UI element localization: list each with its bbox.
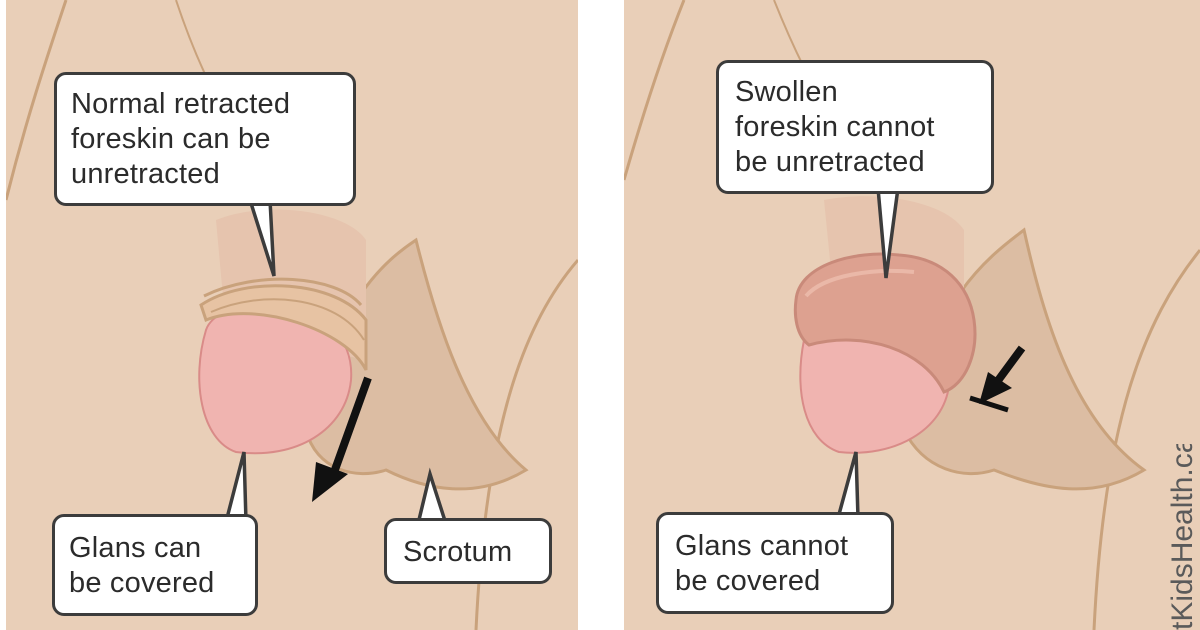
down-arrow-line: [328, 376, 372, 480]
right-anatomy-drawing: [624, 0, 1200, 630]
left-anatomy-drawing: [6, 0, 578, 630]
watermark-label: tKidsHealth.ca: [1166, 444, 1199, 630]
callout-line: be unretracted: [735, 146, 925, 178]
callout-line: be covered: [675, 565, 821, 597]
glans-can-be-covered-callout: Glans can be covered: [52, 514, 258, 616]
blocked-arrow-head: [979, 372, 1012, 404]
left-illustration-panel: Normal retracted foreskin can be unretra…: [6, 0, 578, 630]
swollen-foreskin-callout: Swollen foreskin cannot be unretracted: [716, 60, 994, 194]
normal-retracted-callout: Normal retracted foreskin can be unretra…: [54, 72, 356, 206]
glans-cannot-be-covered-callout: Glans cannot be covered: [656, 512, 894, 614]
scrotum-callout: Scrotum: [384, 518, 552, 584]
block-bar: [969, 395, 1009, 413]
glans-callout-pointer: [835, 451, 860, 520]
callout-line: unretracted: [71, 158, 220, 190]
watermark: tKidsHealth.ca: [1164, 444, 1200, 630]
swollen-foreskin: [793, 252, 977, 394]
callout-line: foreskin cannot: [735, 111, 935, 143]
left-thigh-line: [6, 0, 68, 201]
callout-line: Glans cannot: [675, 530, 849, 562]
retracted-foreskin: [199, 284, 368, 371]
callout-line: Swollen: [735, 76, 838, 108]
callout-line: Normal retracted: [71, 88, 291, 120]
callout-line: foreskin can be: [71, 123, 271, 155]
left-thigh-line: [624, 0, 686, 181]
right-illustration-panel: Swollen foreskin cannot be unretracted G…: [624, 0, 1200, 630]
callout-line: be covered: [69, 567, 215, 599]
callout-line: Scrotum: [403, 536, 513, 568]
right-thigh-line: [1092, 249, 1200, 630]
down-arrow-head: [312, 462, 348, 502]
glans-callout-pointer: [223, 451, 248, 524]
callout-line: Glans can: [69, 532, 202, 564]
